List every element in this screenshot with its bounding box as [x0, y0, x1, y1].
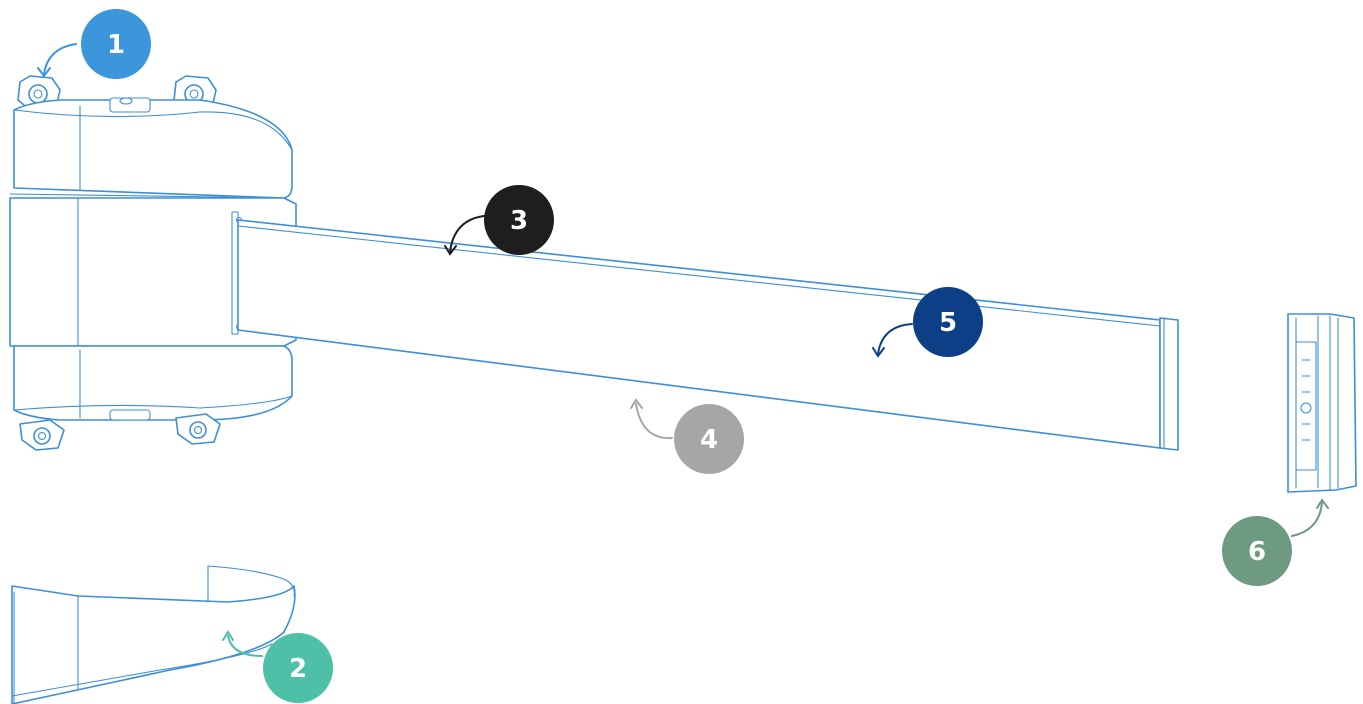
barrier-housing — [9, 75, 297, 451]
callout-label-5: 5 — [939, 308, 957, 338]
arrow-6 — [1291, 501, 1323, 537]
callout-badge-3: 3 — [484, 185, 554, 255]
arrow-5 — [877, 323, 913, 355]
arrow-3 — [449, 215, 485, 253]
callout-badge-2: 2 — [263, 633, 333, 703]
callout-label-4: 4 — [700, 425, 718, 455]
callout-badge-5: 5 — [913, 287, 983, 357]
callout-badge-6: 6 — [1222, 516, 1292, 586]
arrow-1 — [43, 43, 77, 75]
bottom-mounting-lug-right — [175, 413, 221, 445]
housing-bottom-cap — [13, 345, 293, 421]
callout-label-2: 2 — [289, 654, 307, 684]
callout-label-1: 1 — [107, 30, 125, 60]
arrow-2 — [227, 635, 263, 657]
barrier-belt — [237, 219, 1179, 451]
housing-shell — [11, 565, 296, 704]
belt-end-clip — [1159, 317, 1179, 451]
callout-badge-4: 4 — [674, 404, 744, 474]
housing-top-cap — [13, 99, 293, 199]
bottom-mounting-lug-left — [19, 419, 65, 451]
callout-label-6: 6 — [1248, 537, 1266, 567]
callout-badge-1: 1 — [81, 9, 151, 79]
wall-receiver — [1287, 313, 1357, 493]
arrow-4 — [635, 403, 673, 440]
callout-arrows — [37, 43, 1329, 657]
callout-label-3: 3 — [510, 206, 528, 236]
